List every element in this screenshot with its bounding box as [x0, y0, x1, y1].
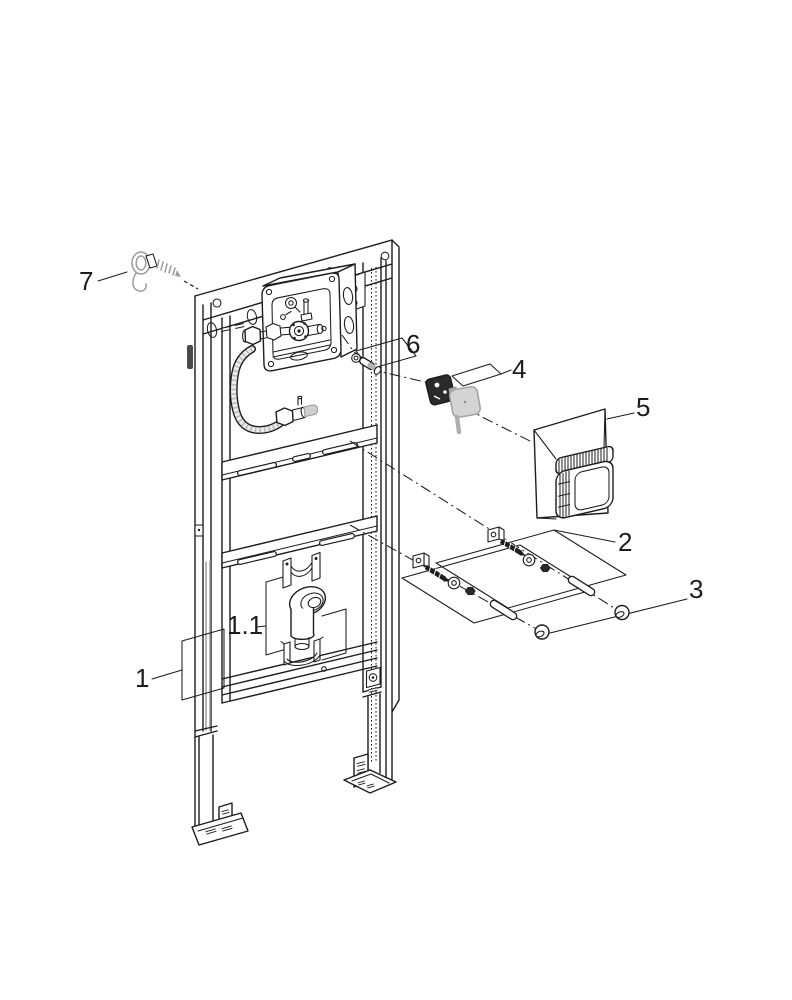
leader-1-1 [255, 625, 267, 628]
flush-valve-internals [265, 296, 331, 361]
valve-cable [454, 414, 462, 435]
leader-4 [500, 369, 512, 375]
panel-2a [435, 529, 627, 609]
leader-2 [553, 529, 616, 543]
fixing-row-upper [487, 526, 596, 597]
callout-label-7: 7 [79, 266, 93, 296]
mounting-rail-upper [221, 424, 378, 481]
mounting-frame [187, 239, 400, 846]
elbow-body [290, 608, 315, 641]
callout-label-5: 5 [636, 392, 650, 422]
protective-box [555, 445, 614, 519]
frame-side-clip [187, 345, 193, 369]
drain-elbow-assembly [280, 551, 327, 667]
callout-labels: 7 6 4 5 2 3 1 1.1 [79, 266, 703, 693]
bracket-1-1 [255, 574, 347, 661]
water-inlet-fitting [242, 325, 267, 346]
frame-left-upright [187, 295, 231, 828]
mounting-rail-lower [221, 515, 378, 569]
frame-bottom-channel [221, 641, 378, 704]
callout-label-3: 3 [689, 574, 703, 604]
right-leg-bracket [365, 666, 381, 693]
panel-1 [151, 628, 225, 701]
callout-label-4: 4 [512, 354, 526, 384]
left-foot [191, 802, 249, 846]
cover-plate-assembly [533, 408, 614, 520]
panel-2b [401, 544, 593, 624]
control-valve-unit [425, 374, 482, 435]
callout-label-1-1: 1.1 [227, 610, 263, 640]
axis-hook [183, 280, 199, 290]
callout-label-1: 1 [135, 663, 149, 693]
elbow-top-clamp [282, 551, 321, 589]
hook-screw-thread [156, 259, 176, 276]
supply-hose [229, 345, 319, 435]
protection-caps [534, 604, 630, 640]
fixing-hardware-set [412, 526, 596, 621]
callout-label-6: 6 [406, 329, 420, 359]
frame-right-upright [362, 240, 400, 780]
hose-outlet-fitting [275, 395, 319, 427]
leader-5 [606, 412, 635, 420]
flush-valve-housing [242, 263, 366, 372]
connection-seal-parts [351, 353, 382, 375]
hook-screw-head [145, 253, 158, 269]
panel-4 [451, 363, 502, 387]
axis-valve-to-cover [341, 334, 535, 444]
fixing-row-lower [412, 552, 518, 621]
wall-hook [131, 251, 181, 292]
leader-1 [151, 669, 183, 680]
callout-label-2: 2 [618, 527, 632, 557]
elbow-bottom-clamp [280, 636, 324, 667]
leader-7 [97, 271, 128, 282]
right-foot [343, 753, 397, 794]
